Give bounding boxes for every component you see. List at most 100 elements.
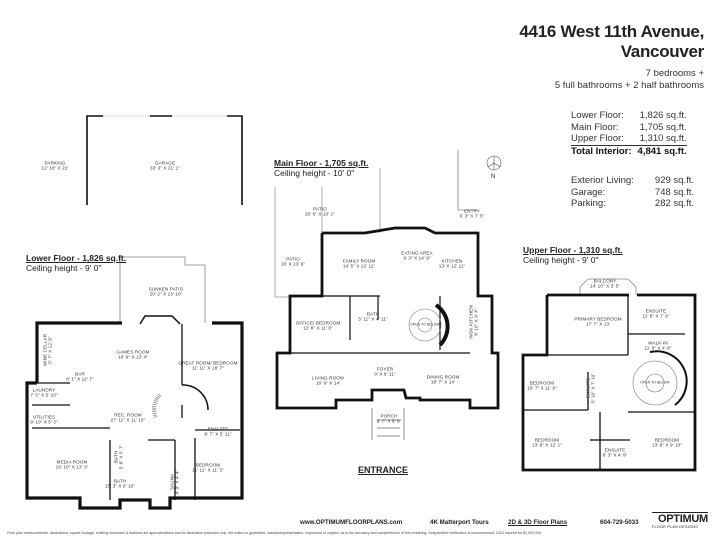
total-value: 4,841 sq.ft.: [637, 145, 687, 157]
room-dimensions: 9' X 9' 11": [374, 372, 396, 377]
room-name: FOYER: [376, 366, 394, 372]
floorplans-text: 2D & 3D Floor Plans: [508, 519, 568, 526]
stat-label: Main Floor:: [571, 121, 619, 133]
upper-stair-note: OPEN TO BELOW: [640, 380, 670, 385]
room-dimensions: 20' 6" X 10' 1": [304, 212, 336, 217]
lower-floor-ceiling: Ceiling height - 9' 0": [26, 263, 102, 273]
garage-outline: [86, 115, 243, 205]
logo-text: OPTIMUM: [652, 512, 708, 525]
room-dimensions: 18' 9" X 14': [315, 381, 341, 386]
stat-label: Parking:: [571, 198, 606, 209]
room-dimensions: 5' 10" X 7' 10": [591, 372, 596, 404]
room-name: LIVING ROOM: [312, 375, 344, 381]
room-name: PORCH: [380, 413, 398, 419]
phone-number: 604-729-5033: [600, 519, 639, 526]
room-dimensions: 13' 8" X 9' 10": [651, 443, 683, 448]
room-name: BAR: [75, 371, 85, 377]
room-name: GREAT ROOM/ BEDROOM: [178, 360, 238, 366]
room-name: EATING AREA: [401, 250, 433, 256]
title-line-1: 4416 West 11th Avenue,: [519, 22, 704, 41]
main-floor-heading: Main Floor - 1,705 sq.ft.Ceiling height …: [274, 158, 368, 178]
title-line-2: Vancouver: [620, 42, 705, 61]
room-dimensions: 15' 3" X 5' 10": [104, 484, 136, 489]
room-dimensions: 9' 10" X 5' 3": [30, 420, 58, 425]
lower-floor-title: Lower Floor - 1,826 sq.ft.: [26, 253, 127, 263]
stat-label: Lower Floor:: [571, 110, 624, 121]
room-name: BEDROOM: [654, 437, 680, 443]
room-dimensions: 5' 6" X 5' 7": [119, 444, 124, 470]
north-arrow: [486, 155, 502, 171]
room-name: BALCONY: [593, 278, 617, 284]
upper-floor-ceiling: Ceiling height - 9' 0": [523, 255, 599, 265]
room-dimensions: 11' 11" X 18' 7": [192, 366, 224, 371]
disclaimer: Floor plan measurements, dimensions, squ…: [7, 531, 542, 535]
room-name: MEDIA ROOM: [56, 459, 88, 465]
upper-floor-walls: [521, 278, 697, 472]
room-dimensions: 5' 11" X 4' 11": [358, 317, 388, 322]
room-name: PRIMARY BEDROOM: [574, 316, 622, 322]
room-dimensions: 9' 3" X 14' 9": [403, 256, 431, 261]
website-link[interactable]: www.OPTIMUMFLOORPLANS.com: [300, 519, 403, 526]
room-dimensions: 9' 7" X 5' 11": [204, 432, 232, 437]
room-dimensions: 6' 10" X 9' 4": [474, 308, 479, 336]
room-name: BATH: [366, 311, 380, 317]
main-stair-note: OPEN TO BELOW: [410, 322, 440, 327]
property-title: 4416 West 11th Avenue, Vancouver: [519, 22, 704, 62]
room-dimensions: 12' 8" X 11' 8": [303, 326, 333, 331]
room-dimensions: 20' 2" X 13' 10": [149, 292, 183, 297]
room-name: PATIO: [313, 206, 327, 212]
exterior-area-table: Exterior Living:929 sq.ft. Garage:748 sq…: [571, 175, 694, 210]
main-floor-walls: [274, 150, 500, 440]
room-dimensions: 6' 1" X 12' 7": [66, 377, 94, 382]
room-name: ENSUITE: [207, 426, 229, 432]
stat-label: Upper Floor:: [571, 133, 632, 146]
optimum-logo: OPTIMUM FLOOR PLAN DESIGNS: [652, 512, 708, 529]
room-name: BATH: [113, 478, 127, 484]
room-dimensions: 6' 3" X 7' 5": [459, 214, 485, 219]
room-name: ENTRY: [464, 208, 480, 214]
upper-floor-heading: Upper Floor - 1,310 sq.ft.Ceiling height…: [523, 245, 623, 265]
room-dimensions: 16' 10" X 13' 3": [55, 465, 89, 470]
bathroom-count: 5 full bathrooms + 2 half bathrooms: [554, 80, 704, 91]
room-dimensions: 13' X 12' 11": [438, 264, 466, 269]
lower-floor-heading: Lower Floor - 1,826 sq.ft.Ceiling height…: [26, 253, 126, 273]
stat-value: 929 sq.ft.: [654, 175, 694, 186]
room-name: DINING ROOM: [426, 374, 460, 380]
north-label: N: [491, 174, 496, 180]
room-dimensions: 8' 3" X 4' 9": [602, 453, 628, 458]
logo-subtext: FLOOR PLAN DESIGNS: [652, 525, 698, 529]
room-dimensions: 18' 9" X 13' 4": [117, 355, 149, 360]
interior-area-table: Lower Floor:1,826 sq.ft. Main Floor:1,70…: [571, 110, 687, 157]
upper-floor-title: Upper Floor - 1,310 sq.ft.: [523, 245, 623, 255]
room-dimensions: 11' 9" X 4' 8": [644, 346, 672, 351]
total-label: Total Interior:: [571, 145, 632, 157]
property-summary: 7 bedrooms + 5 full bathrooms + 2 half b…: [555, 68, 704, 92]
